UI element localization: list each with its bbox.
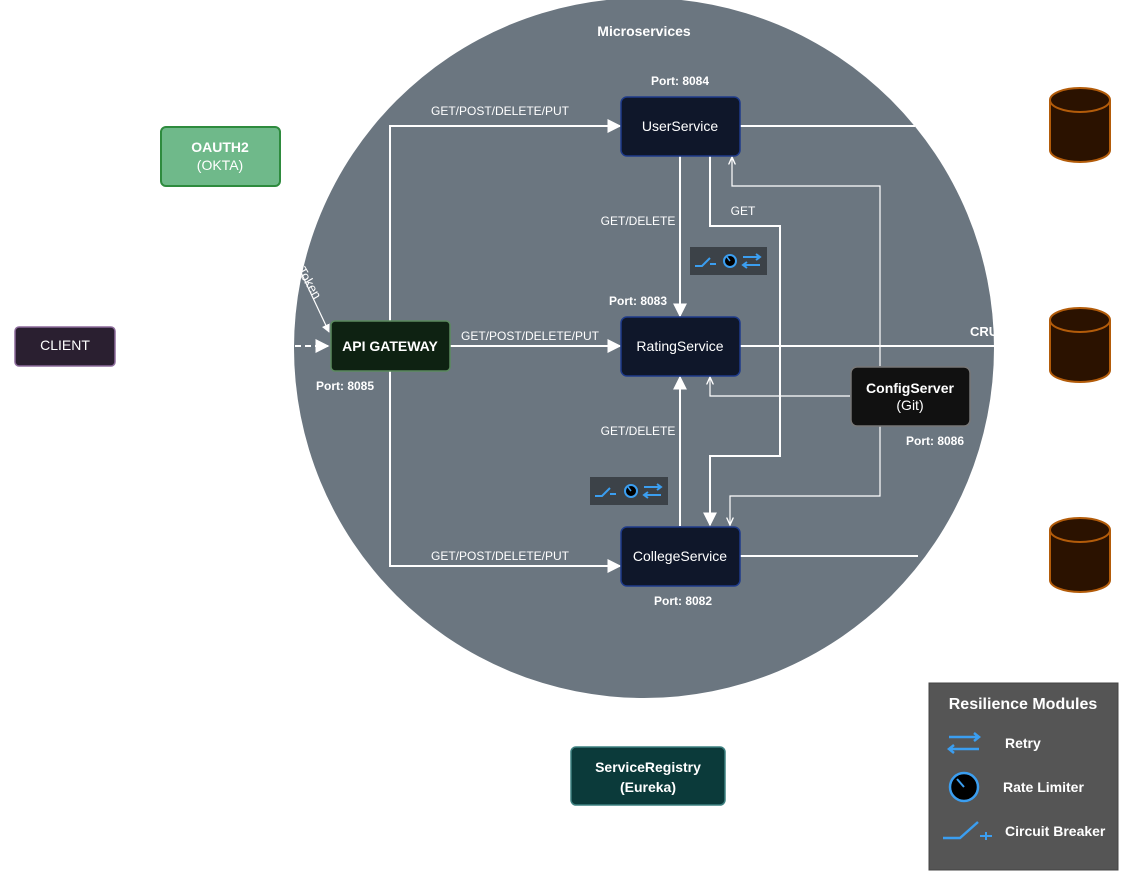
oauth-node[interactable]: OAUTH2 (OKTA)	[160, 126, 281, 187]
edge-label-college-rating: GET/DELETE	[601, 424, 676, 438]
legend-item-retry: Retry	[1005, 735, 1041, 751]
client-node[interactable]: CLIENT	[14, 326, 116, 367]
edge-label-gateway-college: GET/POST/DELETE/PUT	[431, 549, 570, 563]
oauth-title: OAUTH2	[191, 139, 249, 155]
rate-limiter-icon	[723, 254, 737, 268]
edge-label-crud: CRU	[970, 324, 998, 339]
oauth-subtitle: (OKTA)	[197, 157, 243, 173]
legend-title: Resilience Modules	[949, 696, 1098, 713]
edge-gateway-user	[389, 119, 622, 322]
client-label: CLIENT	[40, 337, 90, 353]
gateway-label: API GATEWAY	[342, 338, 438, 354]
college-service-label: CollegeService	[633, 548, 727, 564]
retry-icon	[642, 483, 663, 499]
legend-circuit-breaker-icon	[943, 821, 992, 840]
database-user[interactable]	[1049, 87, 1111, 163]
retry-icon	[741, 253, 762, 269]
edge-label-gateway-rating: GET/POST/DELETE/PUT	[461, 329, 600, 343]
edge-label-user-college: GET	[731, 204, 756, 218]
circuit-breaker-icon	[595, 487, 616, 497]
service-registry-subtitle: (Eureka)	[620, 779, 676, 795]
database-rating[interactable]	[1049, 307, 1111, 383]
edge-user-college	[703, 156, 781, 527]
service-registry-node[interactable]: ServiceRegistry (Eureka)	[570, 746, 726, 806]
rating-service-node[interactable]: RatingService	[620, 316, 741, 377]
config-server-port: Port: 8086	[906, 434, 964, 448]
legend-rate-limiter-icon	[948, 771, 980, 803]
circuit-breaker-icon	[695, 257, 716, 267]
college-service-port: Port: 8082	[654, 594, 712, 608]
rating-service-label: RatingService	[636, 338, 723, 354]
legend-retry-icon	[946, 732, 982, 754]
resilience-badge-college-rating	[590, 477, 668, 505]
legend-item-circuit-breaker: Circuit Breaker	[1005, 823, 1106, 839]
edge-config-rating	[710, 377, 850, 397]
edge-gateway-college	[389, 370, 622, 573]
edge-config-college	[730, 426, 881, 525]
user-service-port: Port: 8084	[651, 74, 709, 88]
database-college[interactable]	[1049, 517, 1111, 593]
api-gateway-node[interactable]: API GATEWAY	[330, 320, 451, 372]
resilience-legend: Resilience Modules Retry Rate Limiter Ci…	[928, 682, 1119, 871]
user-service-node[interactable]: UserService	[620, 96, 741, 157]
edge-config-user	[732, 157, 881, 366]
edge-label-gateway-user: GET/POST/DELETE/PUT	[431, 104, 570, 118]
gateway-port: Port: 8085	[316, 379, 374, 393]
config-server-node[interactable]: ConfigServer (Git)	[850, 366, 971, 427]
resilience-badge-user-rating	[690, 247, 767, 275]
rate-limiter-icon	[624, 484, 638, 498]
user-service-label: UserService	[642, 118, 718, 134]
edge-token	[296, 263, 330, 333]
service-registry-title: ServiceRegistry	[595, 759, 701, 775]
rating-service-port: Port: 8083	[609, 294, 667, 308]
college-service-node[interactable]: CollegeService	[620, 526, 741, 587]
microservices-title: Microservices	[597, 23, 691, 39]
config-server-title: ConfigServer	[866, 380, 954, 396]
edge-label-user-rating: GET/DELETE	[601, 214, 676, 228]
legend-item-rate-limiter: Rate Limiter	[1003, 779, 1084, 795]
config-server-subtitle: (Git)	[896, 397, 923, 413]
